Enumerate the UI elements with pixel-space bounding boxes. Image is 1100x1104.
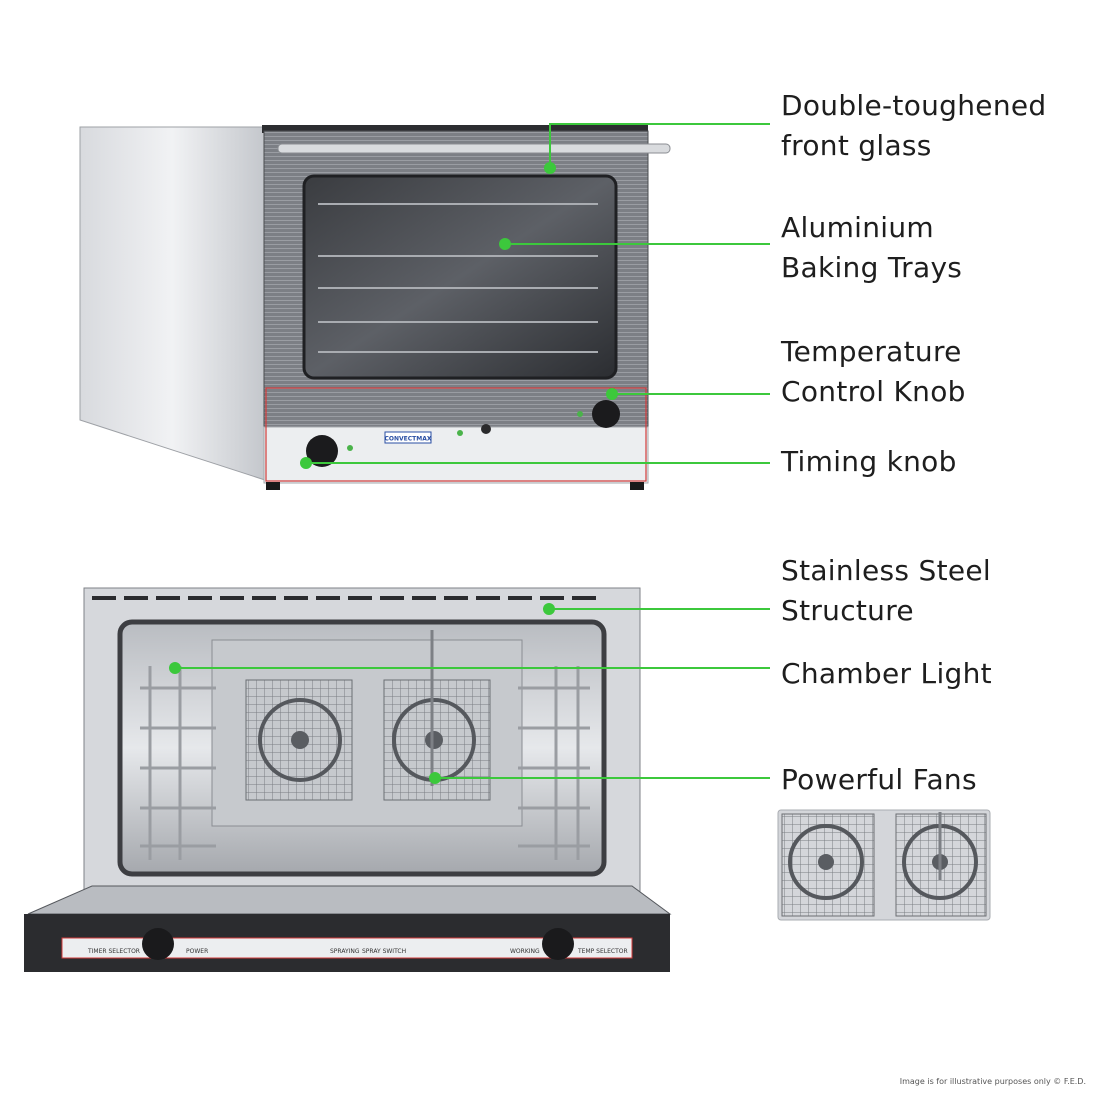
- callout-temp-line2: Control Knob: [781, 375, 966, 408]
- open-door: [27, 885, 672, 915]
- callout-temp-line1: Temperature: [781, 335, 962, 368]
- tray-rails: [318, 203, 598, 353]
- brand-badge: [384, 431, 432, 444]
- callout-fans: Powerful Fans: [781, 760, 977, 800]
- door-knob-left: [142, 928, 174, 960]
- spray-indicator: [457, 430, 463, 436]
- oven-top-edge: [262, 125, 648, 133]
- label-working: WORKING: [510, 948, 540, 955]
- control-panel-border: [265, 387, 647, 482]
- callout-structure-line2: Structure: [781, 594, 914, 627]
- left-fan-hub: [291, 731, 309, 749]
- callout-timing: Timing knob: [781, 442, 957, 482]
- callout-glass: Double-toughened front glass: [781, 86, 1046, 166]
- callout-fans-line1: Powerful Fans: [781, 763, 977, 796]
- right-fan-hub: [425, 731, 443, 749]
- callout-glass-line2: front glass: [781, 129, 932, 162]
- brand-label: CONVECTMAX: [384, 436, 431, 443]
- door-control-strip: [61, 937, 633, 959]
- oven-foot-left: [266, 482, 280, 490]
- callout-leaders: [175, 123, 770, 779]
- left-rack: [140, 666, 216, 860]
- callout-glass-line1: Double-toughened: [781, 89, 1047, 122]
- leader-glass: [549, 123, 770, 168]
- vent-slots: [92, 596, 596, 600]
- right-rack: [518, 666, 590, 860]
- label-power: POWER: [186, 948, 208, 955]
- working-indicator: [577, 411, 583, 417]
- inset-left-fan: [788, 824, 864, 900]
- oven-side-panel: [79, 126, 266, 481]
- fans-inset: [777, 809, 991, 921]
- label-spray-switch: SPRAY SWITCH: [362, 948, 406, 955]
- callout-light-line1: Chamber Light: [781, 657, 992, 690]
- callout-trays-line1: Aluminium: [781, 211, 934, 244]
- door-handle: [277, 143, 671, 154]
- door-glass: [302, 174, 618, 380]
- label-temp-selector: TEMP SELECTOR: [577, 948, 628, 955]
- spray-switch[interactable]: [481, 424, 491, 434]
- callout-trays-line2: Baking Trays: [781, 251, 963, 284]
- closed-oven: CONVECTMAX: [79, 125, 671, 490]
- callout-trays: Aluminium Baking Trays: [781, 208, 962, 288]
- open-oven: TIMER SELECTOR POWER SPRAYING SPRAY SWIT…: [24, 587, 672, 972]
- label-timer-selector: TIMER SELECTOR: [87, 948, 140, 955]
- callout-dots: [169, 162, 618, 784]
- callout-temp: Temperature Control Knob: [781, 332, 966, 412]
- callout-structure: Stainless Steel Structure: [781, 551, 991, 631]
- temp-knob[interactable]: [592, 400, 620, 428]
- callout-timing-line1: Timing knob: [781, 445, 957, 478]
- callout-structure-line1: Stainless Steel: [781, 554, 992, 587]
- left-fan: [258, 698, 342, 782]
- door-knob-right: [542, 928, 574, 960]
- oven-foot-right: [630, 482, 644, 490]
- power-indicator: [347, 445, 353, 451]
- timer-knob[interactable]: [306, 435, 338, 467]
- disclaimer: Image is for illustrative purposes only …: [899, 1077, 1086, 1086]
- label-spraying: SPRAYING: [330, 948, 360, 955]
- callout-light: Chamber Light: [781, 654, 992, 694]
